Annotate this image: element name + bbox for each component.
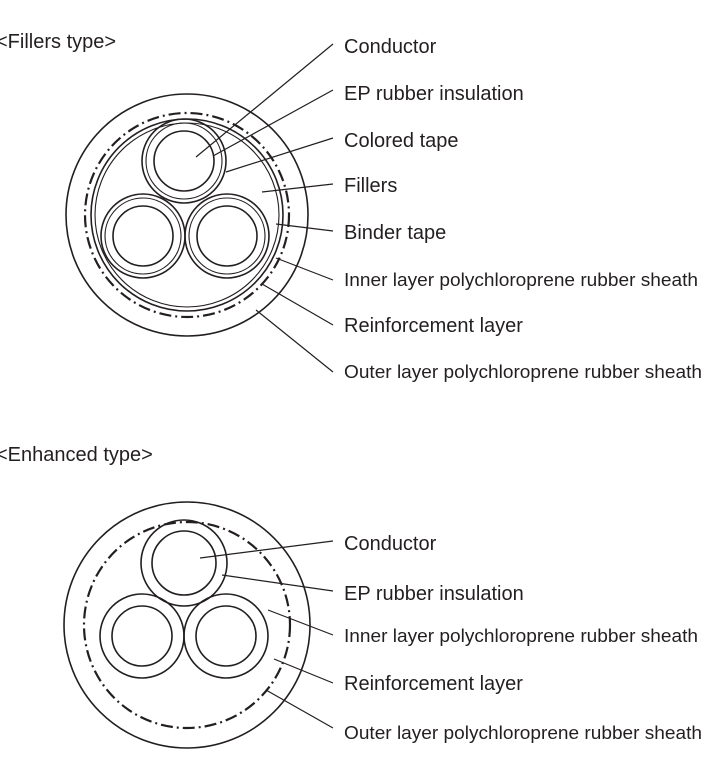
enhanced-outer-sheath <box>63 501 311 749</box>
fillers-label-fillers: Fillers <box>344 175 397 197</box>
enhanced-label-reinforcement-layer: Reinforcement layer <box>344 673 523 695</box>
fillers-label-binder-tape: Binder tape <box>344 222 446 244</box>
enhanced-reinforcement-layer <box>82 520 292 730</box>
fillers-inner-sheath-outer-edge <box>90 118 284 312</box>
fillers-type-cable <box>65 93 309 337</box>
enhanced-core-left <box>99 593 185 679</box>
fillers-outer-sheath <box>65 93 309 337</box>
enhanced-label-inner-sheath: Inner layer polychloroprene rubber sheat… <box>344 626 698 646</box>
fillers-label-colored-tape: Colored tape <box>344 130 459 152</box>
fillers-core-right <box>184 193 270 279</box>
enhanced-labels: Conductor EP rubber insulation Inner lay… <box>344 533 702 743</box>
enhanced-leader-lines <box>199 540 334 729</box>
fillers-label-reinforcement-layer: Reinforcement layer <box>344 315 523 337</box>
fillers-leader-lines <box>195 43 334 373</box>
enhanced-label-ep-rubber-insulation: EP rubber insulation <box>344 583 524 605</box>
enhanced-label-outer-sheath: Outer layer polychloroprene rubber sheat… <box>344 723 702 743</box>
enhanced-core-right <box>183 593 269 679</box>
enhanced-type-cable <box>63 501 311 749</box>
enhanced-core-top <box>140 519 228 607</box>
fillers-label-conductor: Conductor <box>344 36 437 58</box>
fillers-label-ep-rubber-insulation: EP rubber insulation <box>344 83 524 105</box>
enhanced-label-conductor: Conductor <box>344 533 437 555</box>
fillers-core-left <box>100 193 186 279</box>
fillers-type-title: <Fillers type> <box>0 31 116 53</box>
fillers-reinforcement-layer <box>83 111 291 319</box>
fillers-label-outer-sheath: Outer layer polychloroprene rubber sheat… <box>344 362 702 382</box>
enhanced-type-title: <Enhanced type> <box>0 444 153 466</box>
fillers-core-top <box>141 118 227 204</box>
fillers-label-inner-sheath: Inner layer polychloroprene rubber sheat… <box>344 270 698 290</box>
fillers-labels: Conductor EP rubber insulation Colored t… <box>344 36 702 382</box>
